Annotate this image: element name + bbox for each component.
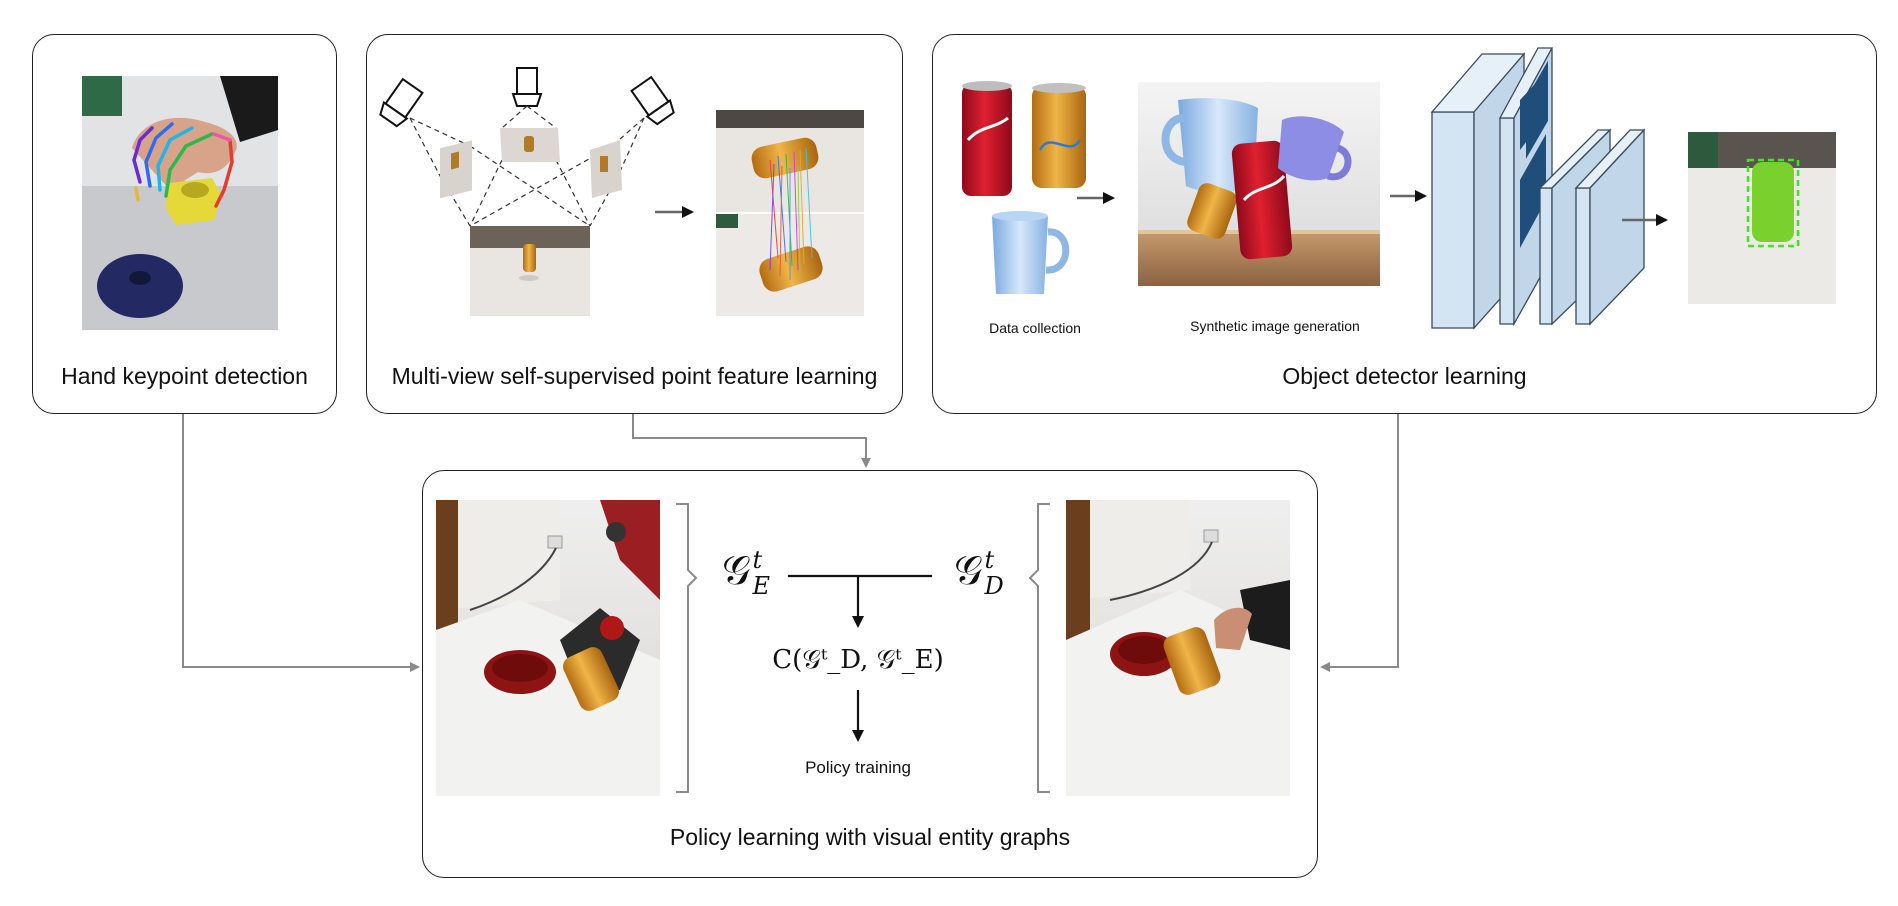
object-detector-caption: Object detector learning	[1282, 363, 1527, 389]
detector-to-policy-arrow	[1320, 414, 1399, 672]
graph-d-sup: t	[984, 546, 995, 574]
camera-right-icon	[630, 75, 675, 126]
view-thumbnail-left	[440, 140, 472, 199]
graph-brackets	[676, 503, 1050, 793]
human-demo-photo	[1066, 500, 1290, 796]
graph-relation	[788, 574, 932, 742]
graph-d-sub: D	[984, 572, 1004, 600]
robot-demo-photo	[436, 500, 660, 796]
multiview-correspondence-photo	[716, 110, 864, 316]
camera-left-icon	[379, 77, 424, 128]
synthetic-image-label: Synthetic image generation	[1190, 318, 1360, 334]
view-thumbnail-center	[500, 128, 560, 162]
graph-e-sub: E	[752, 572, 771, 600]
multiview-caption: Multi-view self-supervised point feature…	[391, 363, 878, 389]
policy-learning-caption: Policy learning with visual entity graph…	[669, 824, 1071, 850]
multiview-cameras	[379, 67, 675, 316]
policy-training-label: Policy training	[805, 758, 911, 777]
hand-keypoint-caption: Hand keypoint detection	[61, 363, 308, 389]
camera-center-icon	[511, 67, 543, 107]
hand-to-policy-arrow	[182, 414, 420, 672]
detector-network	[1430, 47, 1646, 330]
data-collection-label: Data collection	[989, 320, 1081, 336]
synthetic-image	[1138, 82, 1380, 286]
view-thumbnail-right	[590, 140, 622, 198]
graph-e-letter: 𝒢	[722, 548, 751, 594]
graph-d-letter: 𝒢	[954, 548, 983, 594]
multiview-base-photo	[470, 226, 590, 316]
data-collection-images	[962, 81, 1086, 294]
detector-output-photo	[1688, 132, 1836, 304]
cost-expression: C(𝒢ᵗ_D, 𝒢ᵗ_E)	[772, 645, 944, 675]
graph-e-sup: t	[752, 546, 763, 574]
multiview-to-policy-arrow	[632, 414, 871, 468]
connector-arrows	[182, 414, 1399, 672]
hand-keypoint-photo	[82, 76, 278, 330]
